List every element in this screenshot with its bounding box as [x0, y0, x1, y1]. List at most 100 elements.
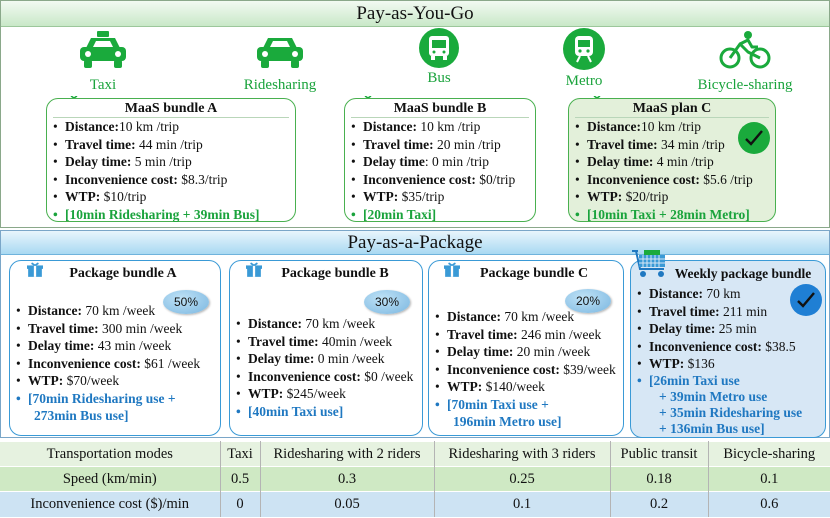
wtp-item: WTP: $20/trip: [575, 188, 769, 206]
shopping-cart-icon: [632, 250, 665, 277]
card-title: Package bundle B: [281, 266, 389, 281]
wtp-item: WTP: $136: [637, 355, 819, 373]
travel-time-item: Travel time: 211 min: [637, 303, 819, 321]
travel-time-item: Travel time: 34 min /trip: [575, 136, 769, 154]
table-cell: Inconvenience cost ($)/min: [30, 495, 190, 512]
pay-as-a-package-title: Pay-as-a-Package: [1, 231, 829, 255]
table-cell: 0.1: [433, 491, 610, 517]
table-cell: Bicycle-sharing: [707, 441, 830, 467]
table-cell: 0.3: [259, 466, 434, 492]
package-bundle-a-card: Package bundle A Distance: 70 km /week T…: [9, 260, 221, 436]
table-cell: Ridesharing with 3 riders: [433, 441, 610, 467]
card-title: MaaS bundle B: [351, 99, 529, 118]
gift-icon: [246, 262, 262, 277]
check-icon: [738, 122, 770, 154]
mode-label: Metro: [565, 73, 603, 89]
mode-combination: [10min Ridesharing + 39min Bus]: [53, 206, 289, 224]
delay-time-item: Delay time: 0 min /trip: [351, 153, 529, 171]
inconvenience-cost-item: Inconvenience cost: $39/week: [435, 361, 617, 379]
bicycle-icon: [719, 31, 771, 69]
card-title: Weekly package bundle: [674, 266, 812, 281]
table-cell: 0.05: [259, 491, 434, 517]
wtp-item: WTP: $140/week: [435, 378, 617, 396]
card-attributes: Distance:10 km /trip Travel time: 34 min…: [575, 118, 769, 223]
table-cell: 0.18: [609, 466, 708, 492]
bus-icon: [419, 28, 459, 68]
distance-item: Distance: 70 km: [637, 285, 819, 303]
table-cell: Ridesharing with 2 riders: [259, 441, 434, 467]
share-badge: 50%: [163, 290, 209, 314]
inconvenience-cost-item: Inconvenience cost: $38.5: [637, 338, 819, 356]
mode-combination: [40min Taxi use]: [236, 403, 416, 420]
taxi-icon: [80, 31, 126, 68]
table-row: Inconvenience cost ($)/min 0 0.05 0.1 0.…: [0, 491, 830, 517]
mode-bicycle-sharing: Bicycle-sharing: [690, 30, 800, 94]
card-title: MaaS bundle A: [53, 99, 289, 118]
pay-as-a-package-section: Pay-as-a-Package: [0, 230, 830, 438]
package-bundle-b-card: Package bundle B Distance: 70 km /week T…: [229, 260, 423, 436]
inconvenience-cost-item: Inconvenience cost: $61 /week: [16, 355, 214, 373]
table-cell: Transportation modes: [46, 445, 173, 462]
mode-label: Ridesharing: [243, 77, 317, 93]
inconvenience-cost-item: Inconvenience cost: $8.3/trip: [53, 171, 289, 189]
table-cell: Public transit: [609, 441, 708, 467]
card-title: MaaS plan C: [575, 99, 769, 118]
wtp-item: WTP: $245/week: [236, 385, 416, 403]
inconvenience-cost-item: Inconvenience cost: $5.6 /trip: [575, 171, 769, 189]
maas-bundle-a-card: MaaS bundle A Distance:10 km /trip Trave…: [46, 98, 296, 223]
wtp-item: WTP: $10/trip: [53, 188, 289, 206]
distance-item: Distance:10 km /trip: [53, 118, 289, 136]
mode-combination: [10min Taxi + 28min Metro]: [575, 206, 769, 224]
travel-time-item: Travel time: 300 min /week: [16, 320, 214, 338]
mode-metro: Metro: [548, 28, 620, 90]
card-attributes: Distance:10 km /trip Travel time: 44 min…: [53, 118, 289, 223]
table-header-row: Transportation modes Taxi Ridesharing wi…: [0, 441, 830, 467]
gift-icon: [27, 262, 43, 277]
weekly-package-bundle-card: Weekly package bundle Distance: 70 km Tr…: [630, 260, 826, 438]
distance-item: Distance:10 km /trip: [575, 118, 769, 136]
mode-label: Taxi: [89, 77, 117, 93]
card-title: Package bundle C: [479, 266, 589, 281]
mode-combination: [70min Ridesharing use +273min Bus use]: [16, 390, 214, 424]
mode-bus: Bus: [408, 28, 470, 87]
maas-bundle-b-card: MaaS bundle B Distance: 10 km /trip Trav…: [344, 98, 536, 223]
mode-label: Bicycle-sharing: [697, 77, 793, 93]
check-icon: [790, 284, 822, 316]
mode-taxi: Taxi: [62, 30, 144, 94]
transport-parameter-table: Transportation modes Taxi Ridesharing wi…: [0, 441, 830, 517]
delay-time-item: Delay time: 4 min /trip: [575, 153, 769, 171]
card-attributes: Distance: 70 km /week Travel time: 40min…: [236, 315, 416, 420]
share-badge: 30%: [364, 290, 410, 314]
mode-label: Bus: [427, 70, 451, 86]
distance-item: Distance: 10 km /trip: [351, 118, 529, 136]
travel-time-item: Travel time: 40min /week: [236, 333, 416, 351]
table-cell: 0.1: [707, 466, 830, 492]
delay-time-item: Delay time: 25 min: [637, 320, 819, 338]
mode-ridesharing: Ridesharing: [234, 30, 326, 94]
card-attributes: Distance: 70 km /week Travel time: 246 m…: [435, 308, 617, 430]
card-attributes: Distance: 70 km /week Travel time: 300 m…: [16, 302, 214, 424]
table-cell: Taxi: [219, 441, 260, 467]
table-cell: 0.25: [433, 466, 610, 492]
table-cell: 0.2: [609, 491, 708, 517]
table-cell: 0: [219, 491, 260, 517]
travel-time-item: Travel time: 44 min /trip: [53, 136, 289, 154]
table-row: Speed (km/min) 0.5 0.3 0.25 0.18 0.1: [0, 466, 830, 492]
share-badge: 20%: [565, 289, 611, 313]
table-cell: 0.6: [707, 491, 830, 517]
travel-time-item: Travel time: 20 min /trip: [351, 136, 529, 154]
delay-time-item: Delay time: 43 min /week: [16, 337, 214, 355]
pay-as-you-go-section: Pay-as-You-Go: [0, 0, 830, 228]
mode-combination: [26min Taxi use+ 39min Metro use+ 35min …: [637, 373, 819, 437]
gift-icon: [444, 262, 460, 277]
wtp-item: WTP: $35/trip: [351, 188, 529, 206]
distance-item: Distance: 70 km /week: [435, 308, 617, 326]
mode-combination: [20min Taxi]: [351, 206, 529, 224]
card-attributes: Distance: 10 km /trip Travel time: 20 mi…: [351, 118, 529, 223]
card-attributes: Distance: 70 km Travel time: 211 min Del…: [637, 285, 819, 437]
wtp-item: WTP: $70/week: [16, 372, 214, 390]
inconvenience-cost-item: Inconvenience cost: $0 /week: [236, 368, 416, 386]
table-cell: Speed (km/min): [62, 470, 157, 487]
distance-item: Distance: 70 km /week: [236, 315, 416, 333]
distance-item: Distance: 70 km /week: [16, 302, 214, 320]
